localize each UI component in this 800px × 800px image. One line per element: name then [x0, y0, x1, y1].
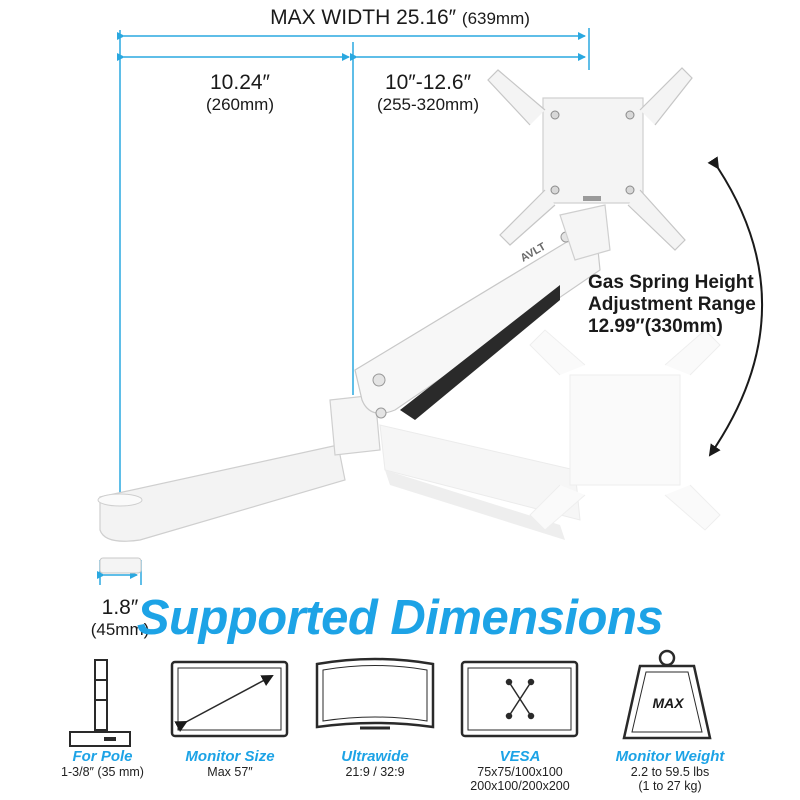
spec-vesa: VESA 75x75/100x100 200x100/200x200	[450, 748, 590, 793]
vesa-bracket	[639, 67, 693, 126]
arm-underside	[400, 285, 560, 420]
vesa-screw	[550, 185, 560, 195]
spec-monitor-size-label: Monitor Size	[185, 748, 275, 765]
spec-pole-value: 1-3/8″ (35 mm)	[61, 765, 144, 779]
vesa-bracket	[499, 189, 556, 246]
vesa-screw	[550, 110, 560, 120]
pole-width-value: 1.8″	[101, 596, 139, 619]
spec-ultrawide-value: 21:9 / 32:9	[345, 765, 405, 779]
spec-ultrawide-label: Ultrawide	[341, 748, 409, 765]
weight-icon	[622, 649, 712, 740]
pivot-screw	[375, 407, 387, 419]
extension-label: 10″-12.6″ (255-320mm)	[358, 72, 498, 116]
elbow-joint	[329, 394, 381, 456]
pivot-screw	[372, 373, 386, 387]
curved-monitor-icon	[315, 657, 435, 730]
gas-spring-line2: Adjustment Range	[588, 294, 756, 315]
spec-vesa-label: VESA	[499, 748, 541, 765]
spec-pole-label: For Pole	[72, 748, 133, 765]
arm-reach-metric: (260mm)	[205, 95, 274, 114]
vesa-screw	[625, 110, 635, 120]
section-headline: Supported Dimensions	[136, 591, 664, 645]
spec-weight-value2: (1 to 27 kg)	[638, 779, 702, 793]
arm-reach-value: 10.24″	[210, 71, 270, 94]
spec-monitor-size: Monitor Size Max 57″	[165, 748, 295, 779]
pole-width-metric: (45mm)	[90, 620, 150, 639]
extension-metric: (255-320mm)	[376, 95, 480, 114]
tilt-head	[559, 204, 611, 261]
pole-icon	[69, 659, 131, 747]
spec-weight-value: 2.2 to 59.5 lbs	[630, 765, 710, 779]
max-width-metric: (639mm)	[461, 9, 530, 28]
spec-weight-label: Monitor Weight	[615, 748, 725, 765]
spec-vesa-value: 75x75/100x100	[477, 765, 563, 779]
spec-weight: Monitor Weight 2.2 to 59.5 lbs (1 to 27 …	[595, 748, 745, 793]
vesa-bracket	[487, 69, 546, 126]
extension-value: 10″-12.6″	[384, 71, 472, 94]
gas-spring-line3: 12.99″(330mm)	[588, 316, 723, 337]
lower-arm	[99, 444, 346, 542]
vesa-icon	[460, 660, 579, 738]
height-range-arrow	[707, 156, 764, 457]
spec-monitor-size-value: Max 57″	[207, 765, 253, 779]
spec-vesa-value2: 200x100/200x200	[470, 779, 570, 793]
quick-release-tab	[583, 196, 601, 201]
max-width-label: MAX WIDTH 25.16″ (639mm)	[0, 6, 800, 30]
gas-spring-line1: Gas Spring Height	[588, 272, 754, 293]
pole-width-label: 1.8″ (45mm)	[70, 597, 170, 641]
spec-pole: For Pole 1-3/8″ (35 mm)	[40, 748, 165, 779]
monitor-size-icon	[170, 660, 289, 738]
gas-spring-arm	[354, 237, 601, 414]
weight-icon-label: MAX	[652, 695, 685, 711]
dimension-lines	[97, 28, 590, 585]
vesa-bracket	[627, 189, 686, 251]
ghost-vesa-plate	[569, 374, 681, 486]
arm-reach-label: 10.24″ (260mm)	[170, 72, 310, 116]
max-width-value: MAX WIDTH 25.16″	[270, 6, 457, 29]
spec-ultrawide: Ultrawide 21:9 / 32:9	[310, 748, 440, 779]
vesa-screw	[625, 185, 635, 195]
pole-clamp	[99, 557, 142, 574]
ghost-arm	[379, 329, 721, 540]
gas-spring-label: Gas Spring Height Adjustment Range 12.99…	[588, 272, 756, 338]
